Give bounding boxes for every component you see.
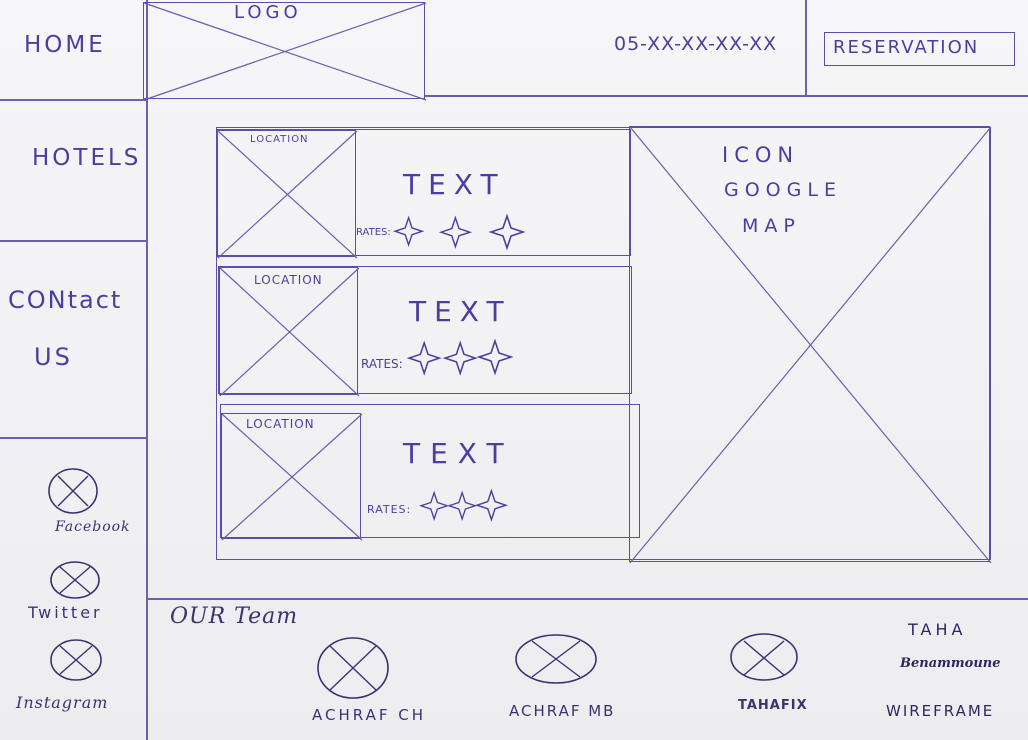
sidebar-border [146,0,148,740]
google-map[interactable]: ICON GOOGLE MAP [629,126,992,564]
star-icon [474,488,509,522]
team-member-name: ACHRAF MB [509,702,616,720]
team-heading: OUR Team [170,604,299,629]
hotel-location-label: LOCATION [250,134,309,145]
image-placeholder-icon [217,130,358,259]
rating-stars [418,488,509,522]
logo-x-icon [143,2,427,101]
star-icon [392,215,425,248]
hotel-location-image: LOCATION [219,267,360,397]
hotel-location-label: LOCATION [254,273,323,287]
credit-author-last: Benammoune [900,656,1001,671]
map-label-line1: ICON [722,143,800,167]
twitter-icon[interactable] [50,561,100,599]
credit-wireframe: WIREFRAME [886,702,995,720]
credit-author-first: TAHA [908,620,967,639]
star-icon [442,340,478,376]
hotel-location-image: LOCATION [221,413,363,541]
hotel-title: TEXT [409,295,512,328]
hotel-rates-label: RATES: [356,227,391,238]
hotel-rates-label: RATES: [367,503,412,516]
content-frame [216,127,991,560]
team-member-name: ACHRAF CH [312,706,426,724]
header-bottom-border [0,99,146,101]
hotel-title: TEXT [403,168,506,201]
nav-hotels[interactable]: HOTELS [32,145,142,171]
map-label-line2: GOOGLE [724,179,842,201]
footer-top-border [146,598,1028,600]
team-member-name: TAHAFIX [738,698,808,713]
team-avatar-icon [317,637,389,699]
hotel-card[interactable]: LOCATION TEXT RATES: [220,404,640,541]
facebook-icon[interactable] [48,468,98,514]
sidebar-divider-hotels [0,240,146,242]
header-bottom-border-right [424,95,1028,97]
header-divider-phone [805,0,807,95]
rating-stars [392,213,526,251]
map-placeholder-icon [629,126,992,564]
facebook-label[interactable]: Facebook [55,519,131,535]
logo-placeholder [143,2,427,101]
team-avatar-icon [730,633,798,681]
logo-label: LOGO [234,2,302,23]
team-avatar-icon [515,634,597,684]
star-icon [406,340,442,376]
star-icon [476,338,514,376]
reservation-button[interactable]: RESERVATION [824,32,1015,66]
star-icon [488,213,526,251]
star-icon [438,215,473,249]
nav-contact-us[interactable]: CONtact [8,286,123,314]
hotel-rates-label: RATES: [361,357,403,371]
hotel-location-label: LOCATION [246,417,315,431]
star-icon [446,490,478,521]
image-placeholder-icon [221,413,363,541]
map-label-line3: MAP [742,215,801,237]
header-phone[interactable]: 05-XX-XX-XX-XX [614,33,778,55]
hotel-card[interactable]: LOCATION TEXT RATES: [216,129,631,259]
hotel-title: TEXT [403,437,514,470]
hotel-location-image: LOCATION [217,130,358,259]
rating-stars [406,338,514,376]
instagram-label[interactable]: Instagram [16,693,109,712]
hotel-card[interactable]: LOCATION TEXT RATES: [218,266,632,397]
sidebar-divider-contact [0,437,146,439]
nav-home[interactable]: HOME [24,32,106,58]
twitter-label[interactable]: Twitter [28,603,103,622]
reservation-label: RESERVATION [833,37,980,58]
instagram-icon[interactable] [50,639,102,681]
star-icon [418,490,450,521]
nav-contact-us-line2[interactable]: US [34,343,73,371]
image-placeholder-icon [219,267,360,397]
